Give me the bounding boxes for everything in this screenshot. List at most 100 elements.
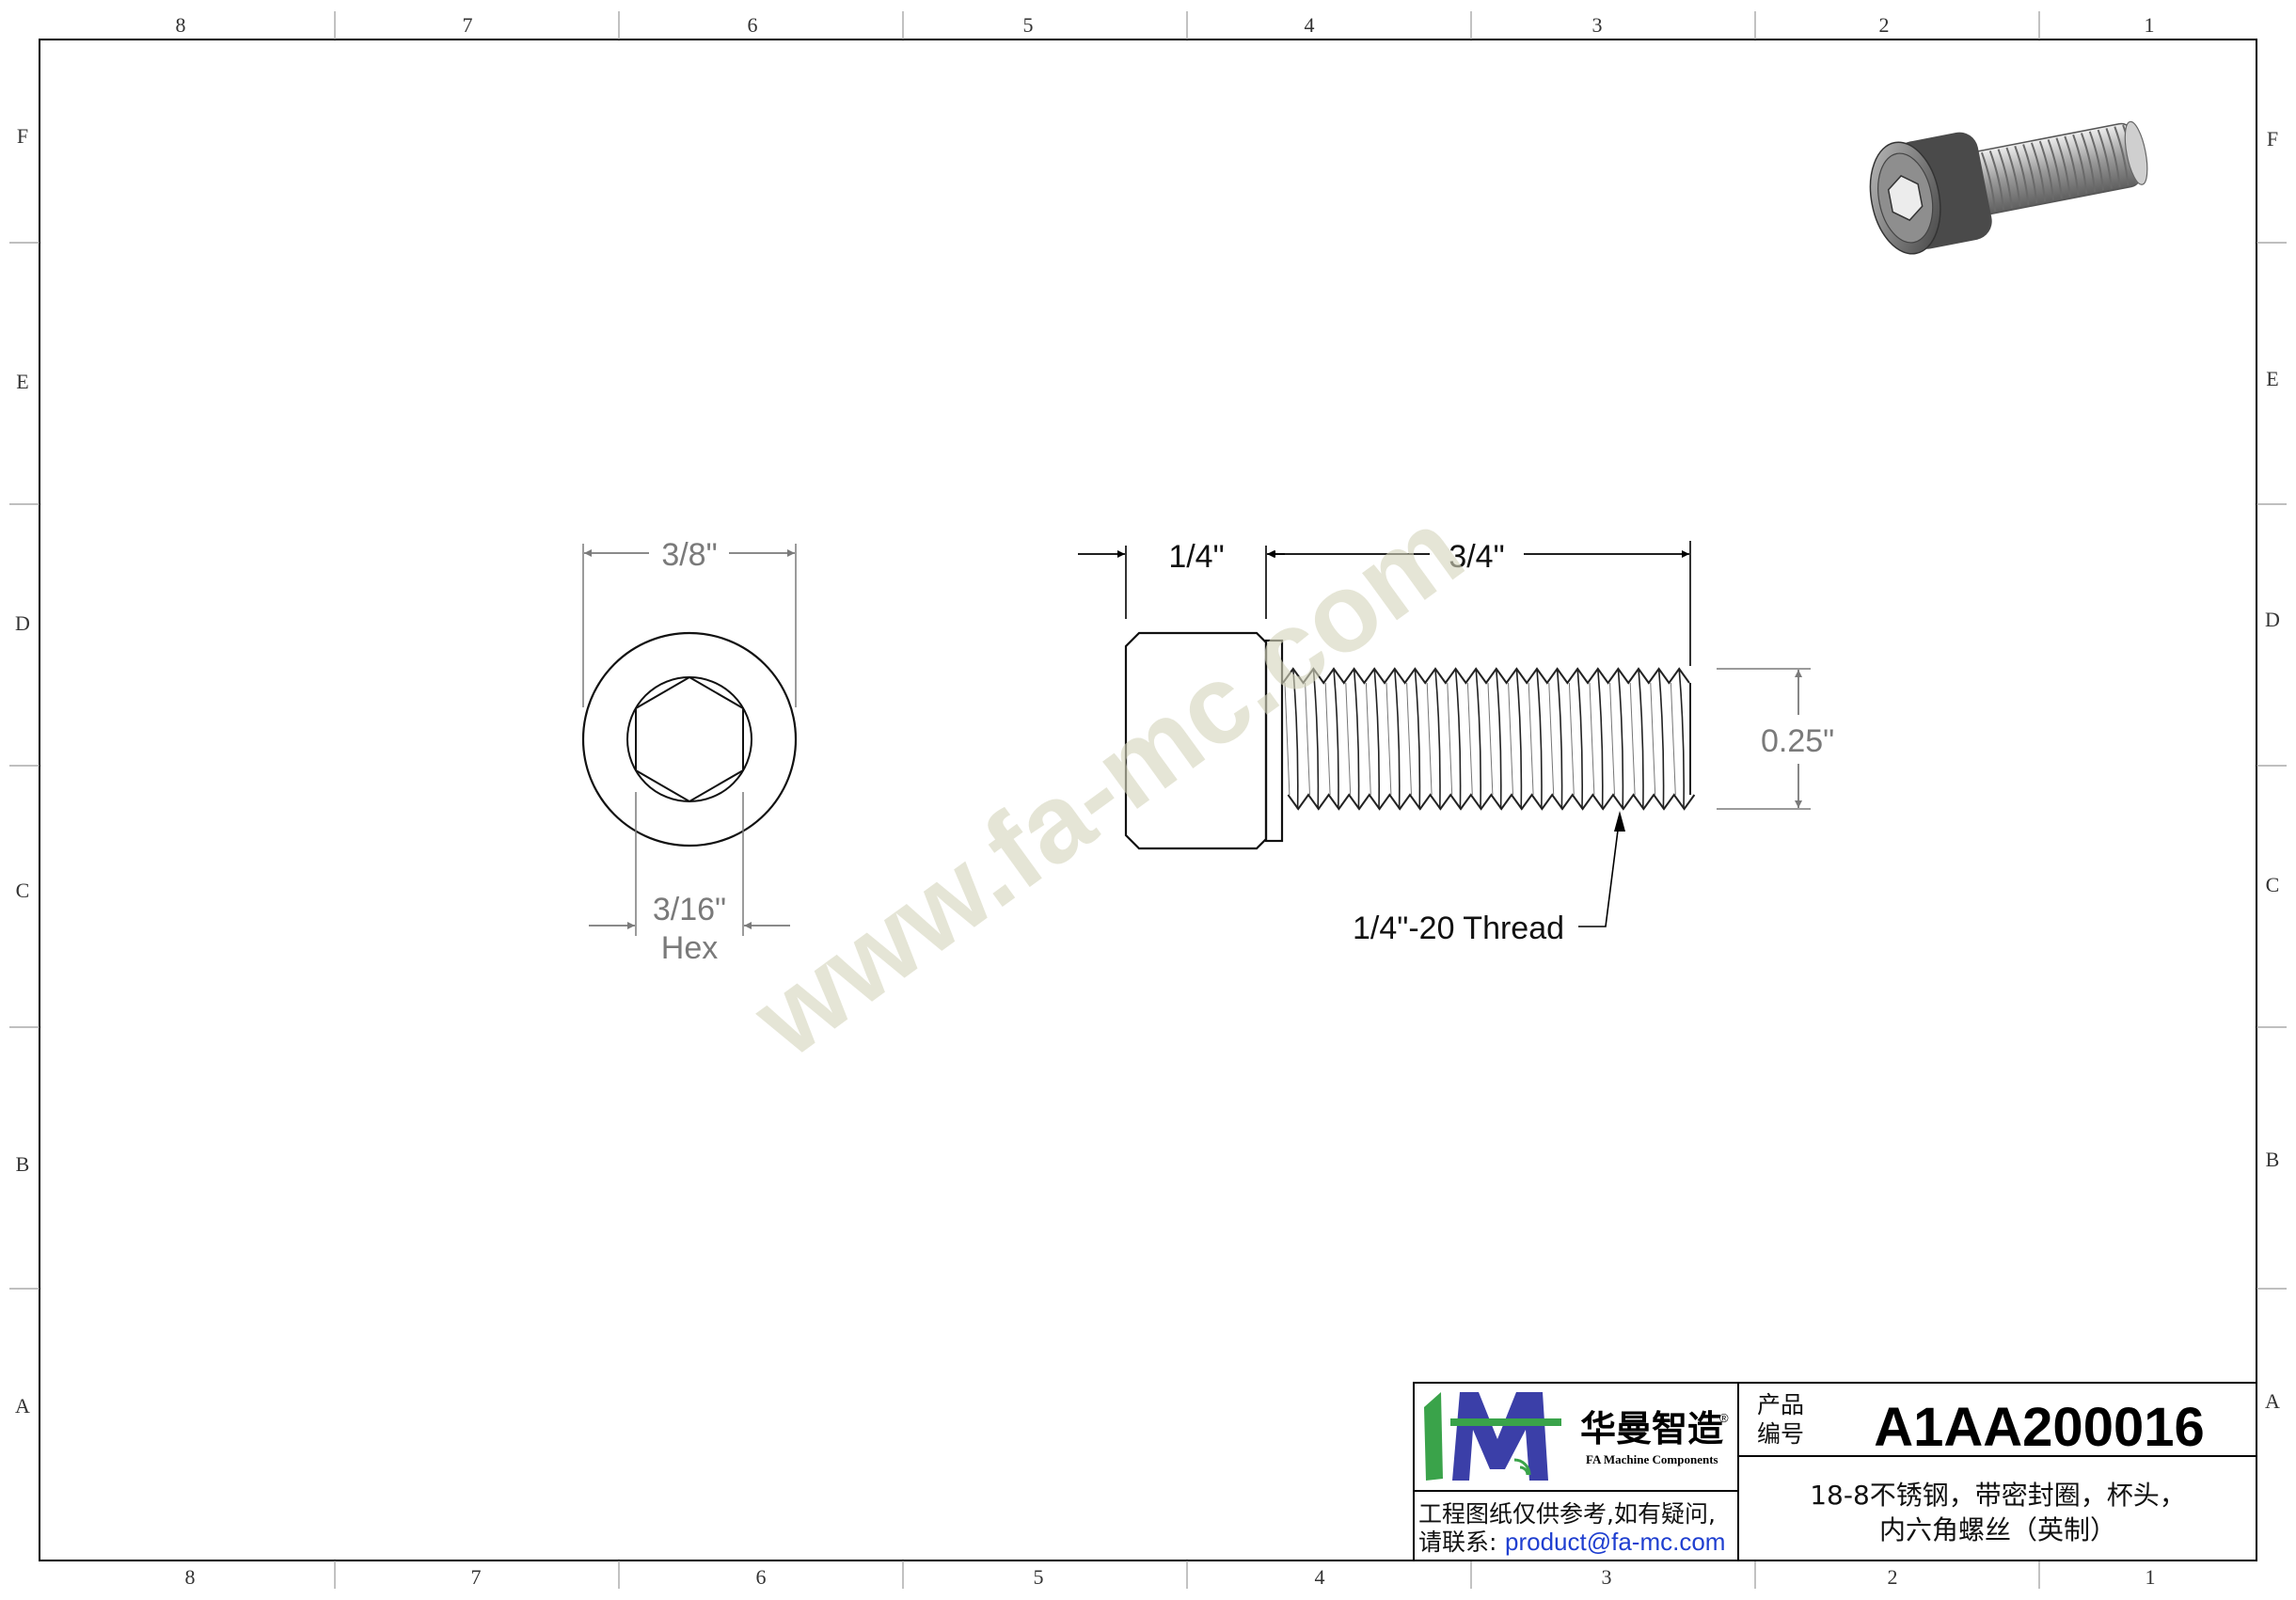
zone-col-bottom-1: 1 (2146, 1565, 2156, 1589)
code-label-line2: 编号 (1757, 1420, 1804, 1448)
title-block: 华曼智造 FA Machine Components ® 产品 编号 A1AA2… (1413, 1382, 2257, 1561)
thread-diameter-dimension: 0.25" (1717, 668, 1834, 810)
thread-crest-bottom (1287, 793, 1696, 811)
sealing-washer (1264, 639, 1284, 843)
zone-col-bottom-8: 8 (185, 1565, 196, 1589)
thread-callout: 1/4"-20 Thread (1353, 811, 1625, 946)
outer-diameter-label: 3/8" (661, 537, 717, 573)
description-line2: 内六角螺丝（英制） (1879, 1514, 2116, 1545)
thread-line (1678, 668, 1685, 810)
iso-thread-line (1988, 150, 2004, 210)
thread-line (1292, 668, 1299, 810)
iso-thread-line (2005, 147, 2021, 207)
thread-line (1333, 668, 1339, 810)
zone-col-top-5: 5 (1023, 13, 1034, 37)
zone-row-left-D: D (15, 611, 30, 635)
zone-row-right-B: B (2266, 1148, 2280, 1171)
thread-line (1515, 668, 1523, 810)
logo-en-name: FA Machine Components (1586, 1452, 1718, 1466)
thread-root-line (1589, 682, 1595, 796)
zone-row-right-A: A (2265, 1389, 2280, 1413)
thread-root-line (1609, 682, 1615, 796)
thread-line (1536, 668, 1543, 810)
thread-root-line (1406, 682, 1412, 796)
zone-col-top-3: 3 (1592, 13, 1603, 37)
thread-line (1454, 668, 1462, 810)
description-line1: 18-8不锈钢，带密封圈，杯头， (1810, 1480, 2186, 1511)
thread-root-line (1284, 682, 1291, 796)
thread-root-line (1568, 682, 1575, 796)
thread-root-line (1508, 682, 1513, 796)
thread-root-line (1386, 682, 1392, 796)
thread-root-line (1629, 682, 1636, 796)
iso-thread-line (2030, 142, 2047, 202)
thread-root-line (1447, 682, 1453, 796)
head-height-dimension: 1/4" (1078, 539, 1285, 619)
thread-root-line (1548, 682, 1555, 796)
thread-line (1657, 668, 1665, 810)
zone-col-bottom-6: 6 (756, 1565, 767, 1589)
screw-head (1124, 631, 1268, 850)
iso-thread-line (2064, 135, 2080, 196)
thread-callout-label: 1/4"-20 Thread (1353, 911, 1564, 946)
zone-col-top-6: 6 (748, 13, 758, 37)
thread-line (1475, 668, 1481, 810)
iso-thread-line (1997, 149, 2013, 209)
side-view: 1/4" 3/4" 0.25" 1/4"-20 Thread (1078, 539, 1834, 946)
thread-diameter-label: 0.25" (1761, 723, 1834, 759)
thread-root-line (1466, 682, 1473, 796)
iso-thread-line (2038, 140, 2054, 200)
thread-length-dimension: 3/4" (1268, 539, 1691, 666)
hex-size-dimension: 3/16" Hex (589, 792, 790, 966)
thread-line (1617, 668, 1624, 810)
thread-line (1556, 668, 1563, 810)
logo-one-mark (1424, 1392, 1443, 1481)
iso-thread-line (2022, 144, 2038, 204)
isometric-bolt-image (1869, 120, 2148, 255)
thread-line (1353, 668, 1360, 810)
iso-thread-line (2088, 131, 2104, 191)
drawing-note-line1: 工程图纸仅供参考,如有疑问, (1418, 1500, 1716, 1528)
zone-col-bottom-4: 4 (1315, 1565, 1325, 1589)
zone-row-left-E: E (16, 370, 28, 393)
iso-thread-line (2055, 137, 2071, 198)
end-view: 3/8" 3/16" Hex (581, 537, 798, 966)
hex-size-label: 3/16" (653, 892, 726, 927)
thread-root-line (1650, 682, 1656, 796)
product-code: A1AA200016 (1874, 1397, 2204, 1458)
thread-line (1373, 668, 1380, 810)
thread-root-line (1324, 682, 1331, 796)
iso-thread-line (2047, 139, 2063, 198)
head-outer-circle (581, 631, 798, 848)
thread-root-line (1426, 682, 1433, 796)
iso-thread-line (2014, 145, 2030, 205)
thread-line (1434, 668, 1441, 810)
thread-root-line (1670, 682, 1676, 796)
thread-line (1496, 668, 1502, 810)
iso-thread-line (2097, 129, 2113, 189)
zone-row-right-F: F (2267, 127, 2278, 150)
iso-thread-line (2105, 128, 2121, 187)
hex-label: Hex (661, 930, 718, 966)
hex-socket (635, 675, 744, 803)
drawing-note-prefix: 请联系: (1418, 1529, 1496, 1556)
zone-row-left-F: F (17, 124, 28, 148)
thread-crest-top (1282, 667, 1690, 685)
iso-thread-line (2114, 126, 2130, 186)
zone-row-right-D: D (2265, 608, 2280, 631)
contact-email[interactable]: product@fa-mc.com (1505, 1528, 1725, 1556)
thread-root-line (1305, 682, 1310, 796)
zone-row-left-A: A (15, 1394, 30, 1418)
code-label-line1: 产品 (1757, 1391, 1804, 1418)
watermark: www.fa-mc.com (731, 486, 1485, 1082)
screw-thread (1282, 667, 1696, 811)
zone-col-bottom-5: 5 (1034, 1565, 1044, 1589)
thread-line (1638, 668, 1644, 810)
zone-col-top-7: 7 (463, 13, 473, 37)
thread-length-label: 3/4" (1449, 539, 1504, 575)
thread-root-line (1365, 682, 1371, 796)
outer-diameter-dimension: 3/8" (582, 537, 797, 707)
thread-root-line (1528, 682, 1534, 796)
logo-cn-name: 华曼智造 (1580, 1408, 1723, 1450)
